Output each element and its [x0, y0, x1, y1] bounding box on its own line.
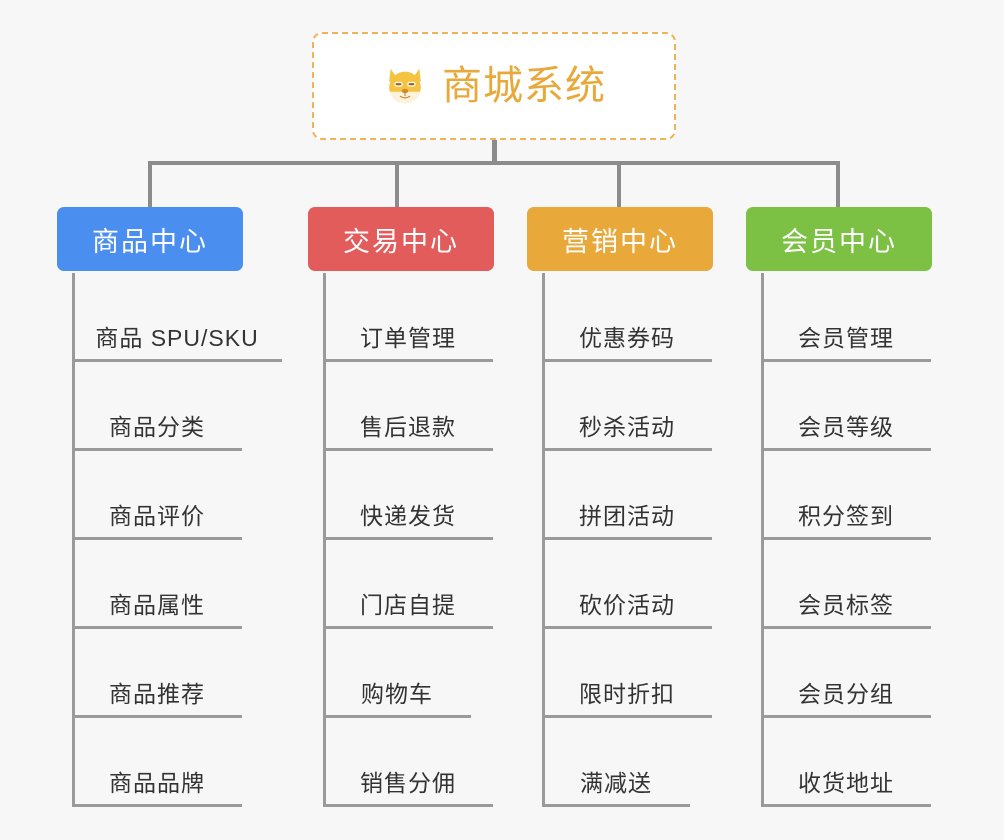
category-column-4: 会员中心 会员管理 会员等级 积分签到 会员标签 会员分组 收货地址 — [746, 207, 932, 807]
leaf-item-label: 快递发货 — [360, 502, 456, 529]
leaf-item[interactable]: 商品属性 — [72, 540, 242, 629]
leaf-item[interactable]: 会员分组 — [761, 629, 931, 718]
leaf-rail-2 — [323, 273, 326, 807]
leaf-item-label: 会员标签 — [798, 591, 894, 618]
connector-root-stem — [492, 140, 497, 165]
leaf-item-label: 销售分佣 — [360, 769, 456, 796]
root-node-content: 商城系统 — [382, 63, 606, 109]
leaf-item[interactable]: 快递发货 — [323, 451, 493, 540]
leaf-item-label: 收货地址 — [798, 769, 894, 796]
leaf-item-label: 会员等级 — [798, 413, 894, 440]
leaf-item[interactable]: 购物车 — [323, 629, 471, 718]
leaf-item[interactable]: 砍价活动 — [542, 540, 712, 629]
leaf-item[interactable]: 秒杀活动 — [542, 362, 712, 451]
leaf-item-label: 订单管理 — [360, 324, 456, 351]
leaf-item-label: 购物车 — [361, 680, 433, 707]
leaf-item[interactable]: 订单管理 — [323, 273, 493, 362]
root-node-title: 商城系统 — [442, 64, 606, 108]
leaf-item[interactable]: 会员管理 — [761, 273, 931, 362]
leaf-item-label: 商品评价 — [109, 502, 205, 529]
leaf-item-label: 秒杀活动 — [579, 413, 675, 440]
leaf-item-label: 优惠券码 — [579, 324, 675, 351]
leaf-item-label: 门店自提 — [360, 591, 456, 618]
category-header-1[interactable]: 商品中心 — [57, 207, 243, 271]
root-node[interactable]: 商城系统 — [312, 32, 676, 140]
leaf-item[interactable]: 商品品牌 — [72, 718, 242, 807]
leaf-item-label: 商品品牌 — [109, 769, 205, 796]
leaf-item[interactable]: 限时折扣 — [542, 629, 712, 718]
leaf-item-label: 拼团活动 — [579, 502, 675, 529]
leaf-item-label: 售后退款 — [360, 413, 456, 440]
leaf-item[interactable]: 销售分佣 — [323, 718, 493, 807]
leaf-item[interactable]: 会员标签 — [761, 540, 931, 629]
leaf-list-2: 订单管理 售后退款 快递发货 门店自提 购物车 销售分佣 — [323, 273, 493, 807]
category-column-1: 商品中心 商品 SPU/SKU 商品分类 商品评价 商品属性 商品推荐 商品品牌 — [57, 207, 282, 807]
category-header-2[interactable]: 交易中心 — [308, 207, 494, 271]
category-column-2: 交易中心 订单管理 售后退款 快递发货 门店自提 购物车 销售分佣 — [308, 207, 494, 807]
leaf-item-label: 会员管理 — [798, 324, 894, 351]
leaf-item-label: 商品 SPU/SKU — [95, 324, 259, 351]
category-header-label: 商品中心 — [92, 226, 208, 257]
leaf-rail-3 — [542, 273, 545, 807]
leaf-item[interactable]: 商品推荐 — [72, 629, 242, 718]
leaf-item[interactable]: 积分签到 — [761, 451, 931, 540]
category-header-3[interactable]: 营销中心 — [527, 207, 713, 271]
leaf-item[interactable]: 商品分类 — [72, 362, 242, 451]
leaf-list-3: 优惠券码 秒杀活动 拼团活动 砍价活动 限时折扣 满减送 — [542, 273, 712, 807]
leaf-item-label: 砍价活动 — [579, 591, 675, 618]
connector-horizontal-bus — [148, 161, 840, 165]
leaf-item[interactable]: 售后退款 — [323, 362, 493, 451]
leaf-item-label: 满减送 — [580, 769, 652, 796]
connector-drop-3 — [617, 161, 621, 207]
category-header-label: 营销中心 — [562, 226, 678, 257]
dog-face-icon — [382, 63, 428, 109]
leaf-item[interactable]: 商品评价 — [72, 451, 242, 540]
leaf-item[interactable]: 门店自提 — [323, 540, 493, 629]
leaf-item-label: 会员分组 — [798, 680, 894, 707]
category-header-label: 会员中心 — [781, 226, 897, 257]
leaf-item[interactable]: 拼团活动 — [542, 451, 712, 540]
leaf-rail-1 — [72, 273, 75, 807]
leaf-item[interactable]: 商品 SPU/SKU — [72, 273, 282, 362]
category-header-4[interactable]: 会员中心 — [746, 207, 932, 271]
leaf-item[interactable]: 满减送 — [542, 718, 690, 807]
category-header-label: 交易中心 — [343, 226, 459, 257]
connector-drop-2 — [395, 161, 399, 207]
connector-drop-1 — [148, 161, 152, 207]
leaf-item-label: 商品分类 — [109, 413, 205, 440]
leaf-list-1: 商品 SPU/SKU 商品分类 商品评价 商品属性 商品推荐 商品品牌 — [72, 273, 282, 807]
leaf-rail-4 — [761, 273, 764, 807]
category-column-3: 营销中心 优惠券码 秒杀活动 拼团活动 砍价活动 限时折扣 满减送 — [527, 207, 713, 807]
connector-drop-4 — [836, 161, 840, 207]
leaf-item-label: 积分签到 — [798, 502, 894, 529]
leaf-item[interactable]: 优惠券码 — [542, 273, 712, 362]
leaf-item-label: 限时折扣 — [579, 680, 675, 707]
leaf-item[interactable]: 会员等级 — [761, 362, 931, 451]
leaf-item-label: 商品属性 — [109, 591, 205, 618]
leaf-list-4: 会员管理 会员等级 积分签到 会员标签 会员分组 收货地址 — [761, 273, 931, 807]
leaf-item-label: 商品推荐 — [109, 680, 205, 707]
leaf-item[interactable]: 收货地址 — [761, 718, 931, 807]
